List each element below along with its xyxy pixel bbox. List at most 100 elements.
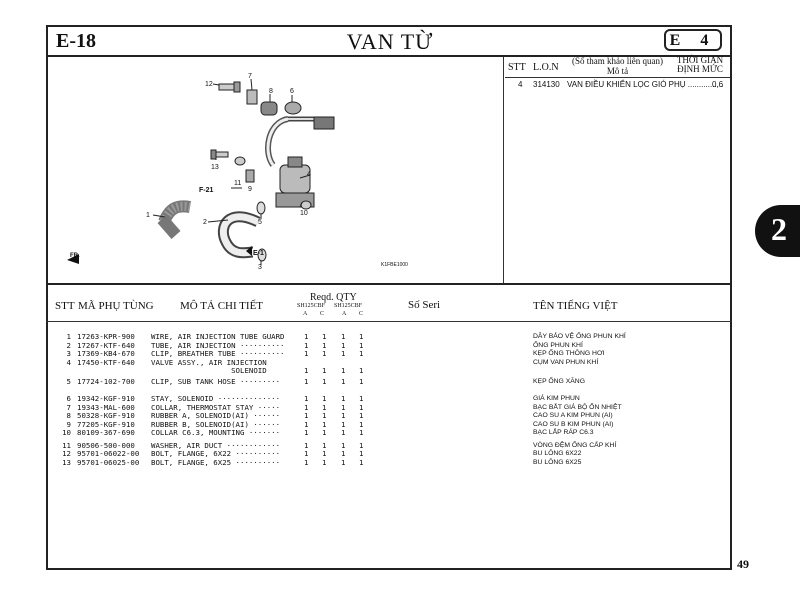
lt-ref-header: (Số tham khảo liên quan) bbox=[572, 56, 663, 66]
part-desc: CLIP, SUB TANK HOSE ········· bbox=[151, 376, 281, 386]
part-q2: 1 bbox=[322, 402, 327, 412]
part-part-no: 90506-500-000 bbox=[77, 440, 135, 450]
label-fr: FR. bbox=[70, 253, 80, 259]
callout-11: 11 bbox=[234, 180, 241, 187]
part-part-no: 17369-KB4-670 bbox=[77, 349, 135, 358]
part-q2: 1 bbox=[322, 332, 327, 341]
callout-4: 4 bbox=[307, 171, 311, 178]
lt-row-desc: VAN ĐIỀU KHIỂN LỌC GIÓ PHỤ .............… bbox=[567, 80, 724, 89]
diagram-divider bbox=[503, 57, 504, 283]
part-part-no: 17267-KTF-640 bbox=[77, 340, 135, 350]
part-q3: 1 bbox=[341, 428, 346, 437]
part-q2: 1 bbox=[322, 449, 327, 458]
part-desc: BOLT, FLANGE, 6X22 ·········· bbox=[151, 449, 281, 458]
parts-header-divider bbox=[46, 321, 732, 322]
parts-model-c: SH125CBF bbox=[334, 303, 363, 309]
callout-10: 10 bbox=[300, 210, 308, 217]
parts-desc-header: MÔ TẢ CHI TIẾT bbox=[180, 300, 264, 312]
part-q4: 1 bbox=[359, 366, 364, 375]
part-q3: 1 bbox=[341, 394, 346, 403]
part-stt: 1 bbox=[66, 332, 71, 341]
part-q3: 1 bbox=[341, 402, 346, 412]
part-q1: 1 bbox=[304, 349, 309, 358]
part-q1: 1 bbox=[304, 457, 309, 467]
part-vietnamese-name: DÂY BẢO VỆ ỐNG PHUN KHÍ bbox=[533, 333, 626, 340]
part-q4: 1 bbox=[359, 340, 364, 350]
callout-2: 2 bbox=[203, 219, 207, 226]
page-title: VAN TỪ bbox=[346, 29, 434, 54]
page-number: 49 bbox=[737, 557, 749, 571]
part-q1: 1 bbox=[304, 402, 309, 412]
part-q4: 1 bbox=[359, 411, 364, 420]
lt-lon-header: L.O.N bbox=[533, 62, 559, 73]
part-desc: WIRE, AIR INJECTION TUBE GUARD bbox=[151, 332, 285, 341]
part-vietnamese-name: KẸP ỐNG THÔNG HƠI bbox=[533, 350, 605, 357]
part-q1: 1 bbox=[304, 428, 309, 437]
part-part-no: 95701-06025-00 bbox=[77, 457, 140, 467]
part-q4: 1 bbox=[359, 428, 364, 437]
lt-stt-header: STT bbox=[508, 62, 526, 73]
part-desc: RUBBER A, SOLENOID(AI) ······ bbox=[151, 411, 281, 420]
part-desc: CLIP, BREATHER TUBE ·········· bbox=[151, 349, 285, 358]
part-desc: COLLAR, THERMOSTAT STAY ····· bbox=[151, 402, 281, 412]
part-vietnamese-name: CAO SU B KIM PHUN (AI) bbox=[533, 420, 614, 428]
diagram-svg: 12 7 8 6 13 11 9 4 F-21 10 1 2 5 3 E-1 F… bbox=[67, 73, 408, 271]
part-vietnamese-name: BẠC BẮT GIÁ BỘ ỔN NHIỆT bbox=[533, 403, 622, 411]
part-q2: 1 bbox=[322, 428, 327, 437]
part-4-valve bbox=[279, 164, 311, 194]
part-q2: 1 bbox=[322, 457, 327, 467]
callout-3: 3 bbox=[258, 264, 262, 271]
part-q2: 1 bbox=[322, 349, 327, 358]
chapter-number: 2 bbox=[771, 211, 787, 247]
callout-e1: E-1 bbox=[253, 250, 264, 257]
header-divider bbox=[46, 55, 732, 57]
part-part-no: 19343-MAL-600 bbox=[77, 402, 135, 412]
part-stt: 7 bbox=[66, 402, 71, 412]
part-part-no: 95701-06022-00 bbox=[77, 449, 140, 458]
part-6-stay bbox=[284, 101, 302, 115]
callout-13: 13 bbox=[211, 164, 219, 171]
part-q2: 1 bbox=[322, 411, 327, 420]
page-code: E-18 bbox=[56, 30, 96, 52]
part-q4: 1 bbox=[359, 349, 364, 358]
part-q4: 1 bbox=[359, 449, 364, 458]
diagram-bottom-divider bbox=[46, 283, 732, 285]
part-q1: 1 bbox=[304, 340, 309, 350]
part-q1: 1 bbox=[304, 376, 309, 386]
parts-stt-header: STT bbox=[55, 300, 75, 312]
callout-9: 9 bbox=[248, 186, 252, 193]
parts-partno-header: MÃ PHỤ TÙNG bbox=[78, 300, 154, 312]
lt-desc-header: Mô tả bbox=[606, 66, 629, 76]
lt-row-stt: 4 bbox=[518, 80, 523, 89]
part-q2: 1 bbox=[322, 440, 327, 450]
part-7-collar bbox=[246, 89, 258, 105]
part-vietnamese-name: CAO SU A KIM PHUN (AI) bbox=[533, 412, 613, 419]
part-stt: 5 bbox=[66, 376, 71, 386]
fr-arrow-icon bbox=[67, 254, 79, 264]
part-stt: 4 bbox=[66, 357, 71, 367]
figure-code: K1FBE1000 bbox=[381, 262, 408, 268]
part-q3: 1 bbox=[341, 366, 346, 375]
part-q3: 1 bbox=[341, 332, 346, 341]
part-part-no: 77205-KGF-910 bbox=[77, 419, 135, 429]
part-vietnamese-name: BẠC LẮP RÁP C6.3 bbox=[533, 429, 594, 436]
part-desc: WASHER, AIR DUCT ············ bbox=[151, 440, 281, 450]
part-q3: 1 bbox=[341, 411, 346, 420]
part-stt: 11 bbox=[62, 440, 71, 450]
lt-header-divider bbox=[505, 77, 730, 78]
part-q1: 1 bbox=[304, 449, 309, 458]
part-vietnamese-name: CỤM VAN PHUN KHÍ bbox=[533, 358, 599, 366]
part-vietnamese-name: KẸP ỐNG XĂNG bbox=[533, 377, 585, 385]
parts-col-a2: A bbox=[342, 311, 347, 317]
part-q2: 1 bbox=[322, 394, 327, 403]
part-part-no: 19342-KGF-910 bbox=[77, 394, 135, 403]
part-q4: 1 bbox=[359, 440, 364, 450]
part-stt: 9 bbox=[66, 419, 71, 429]
part-part-no: 17263-KPR-900 bbox=[77, 332, 135, 341]
parts-col-a1: A bbox=[303, 311, 308, 317]
part-q1: 1 bbox=[304, 419, 309, 429]
part-q3: 1 bbox=[341, 449, 346, 458]
part-12-bolt bbox=[218, 83, 236, 91]
lt-row-time: 0,6 bbox=[712, 80, 724, 89]
lt-row-lon: 314130 bbox=[533, 80, 560, 89]
